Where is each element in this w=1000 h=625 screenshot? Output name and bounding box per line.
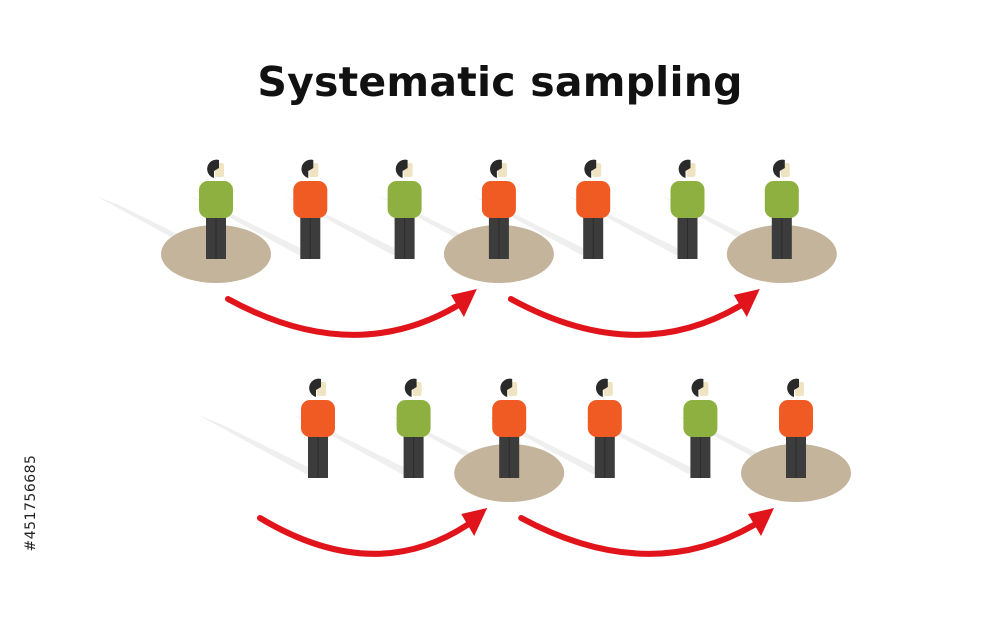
- person-hair: [500, 378, 513, 397]
- stock-id: #451756685: [23, 388, 39, 618]
- sampling-arrows: [225, 289, 774, 557]
- person-hair: [595, 378, 608, 397]
- person-green: [670, 159, 705, 259]
- person-hair: [404, 378, 417, 397]
- arrow-curve: [257, 515, 471, 557]
- person-hair: [772, 159, 785, 178]
- people: [199, 159, 813, 478]
- person-body: [670, 181, 705, 218]
- person-body: [576, 181, 611, 218]
- sampling-arrow: [507, 289, 760, 338]
- person-body: [492, 400, 527, 437]
- person-body: [301, 400, 335, 437]
- page-title: Systematic sampling: [257, 58, 743, 106]
- person-body: [199, 181, 233, 218]
- arrow-curve: [507, 296, 743, 338]
- person-body: [779, 400, 813, 437]
- person-shadow: [198, 415, 326, 476]
- person-orange: [587, 378, 622, 478]
- person-green: [764, 159, 799, 259]
- person-green: [683, 378, 718, 478]
- person-hair: [395, 159, 408, 178]
- person-hair: [309, 378, 321, 397]
- arrow-head: [450, 289, 477, 317]
- person-hair: [207, 159, 219, 178]
- arrow-head: [461, 508, 488, 536]
- person-orange: [293, 159, 328, 259]
- person-orange: [301, 378, 335, 478]
- stock-id-text: #451756685: [23, 454, 39, 552]
- person-orange: [492, 378, 527, 478]
- person-body: [293, 181, 328, 218]
- sampling-arrow: [225, 289, 477, 338]
- person-body: [396, 400, 431, 437]
- person-hair: [490, 159, 502, 178]
- arrow-curve: [225, 296, 460, 338]
- person-hair: [678, 159, 691, 178]
- person-green: [387, 159, 422, 259]
- person-body: [764, 181, 799, 218]
- person-hair: [787, 378, 799, 397]
- arrow-curve: [518, 515, 757, 557]
- person-hair: [584, 159, 597, 178]
- arrow-head: [733, 289, 760, 317]
- person-body: [587, 400, 622, 437]
- person-green: [199, 159, 233, 259]
- person-orange: [576, 159, 611, 259]
- person-hair: [691, 378, 704, 397]
- person-green: [396, 378, 431, 478]
- person-body: [683, 400, 718, 437]
- arrow-head: [748, 508, 774, 536]
- person-orange: [481, 159, 516, 259]
- sampling-arrow: [518, 508, 774, 557]
- person-body: [387, 181, 422, 218]
- sampling-arrow: [257, 508, 488, 557]
- person-hair: [301, 159, 314, 178]
- person-orange: [779, 378, 813, 478]
- person-body: [481, 181, 516, 218]
